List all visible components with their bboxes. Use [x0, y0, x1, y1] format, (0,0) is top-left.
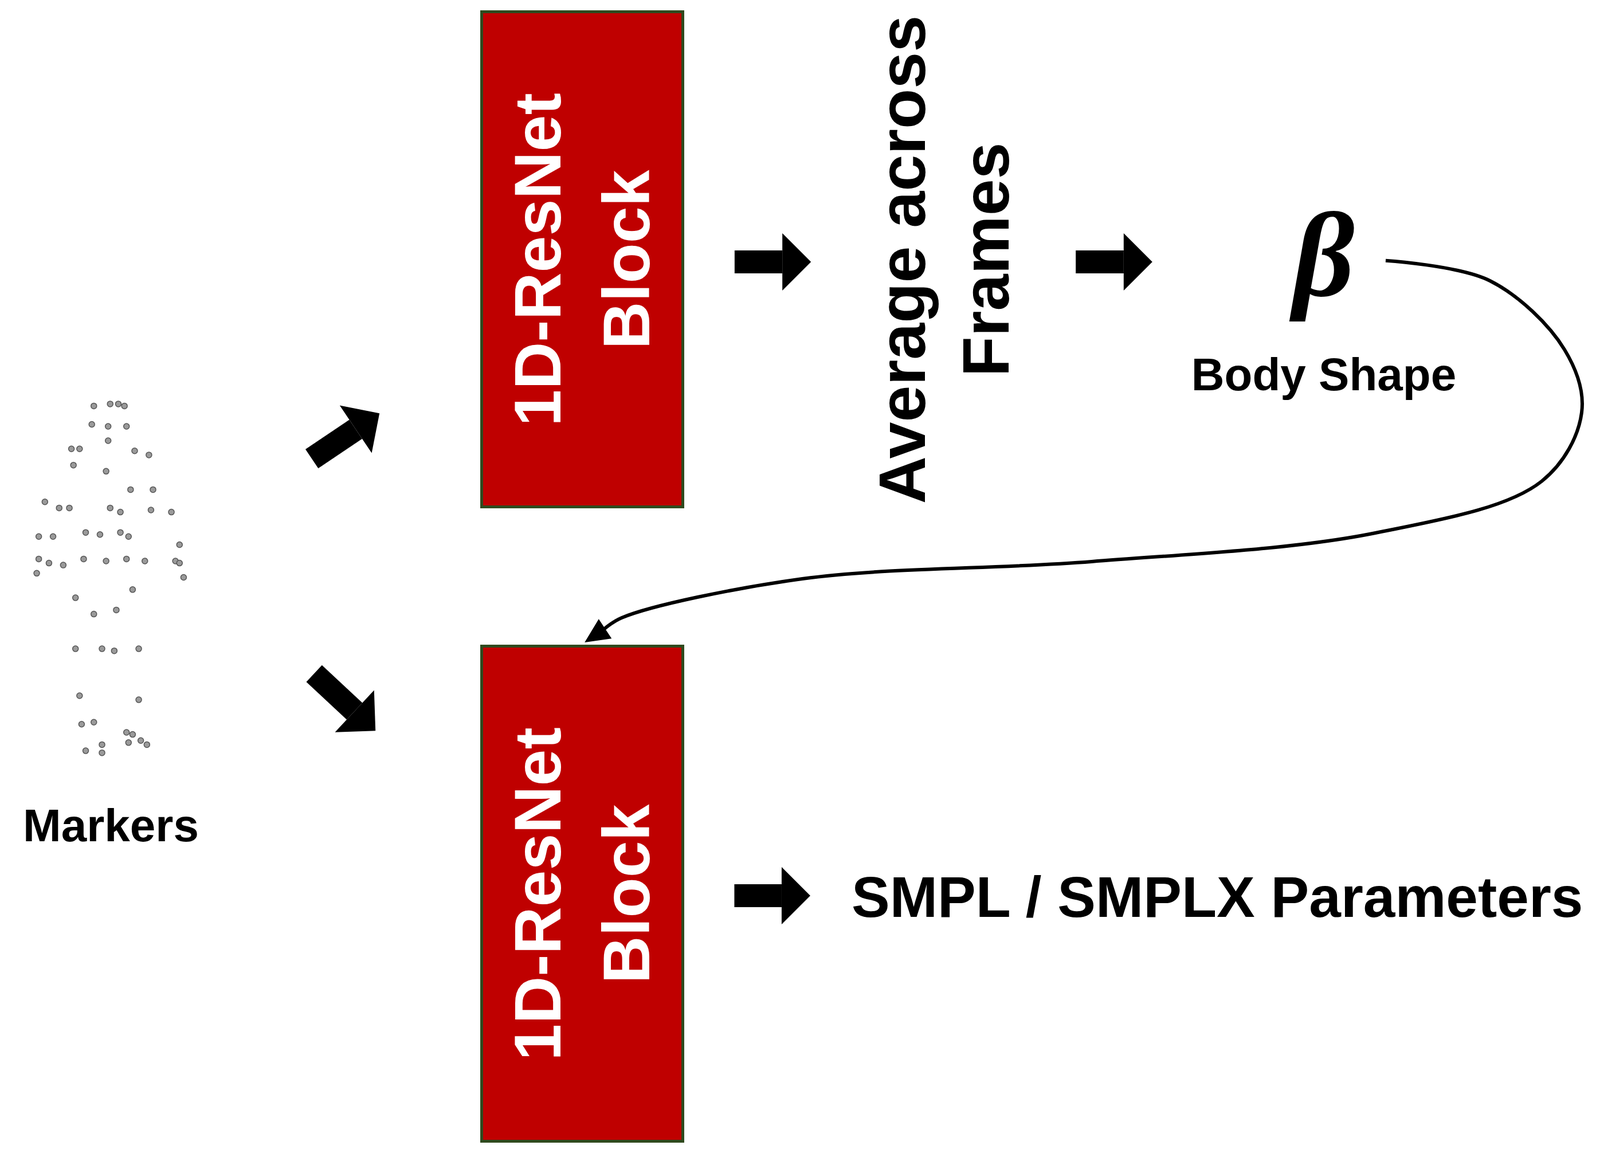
marker-dot: [78, 721, 85, 728]
marker-dot: [80, 555, 87, 562]
marker-dot: [129, 586, 136, 593]
marker-dot: [88, 421, 95, 427]
marker-dot: [50, 533, 57, 540]
node-text: Body Shape: [1169, 348, 1479, 402]
marker-dot: [123, 423, 130, 430]
connector-arrow: [586, 260, 1583, 642]
arrow-head: [1123, 233, 1153, 291]
marker-dot: [91, 402, 97, 409]
marker-dot: [123, 555, 130, 562]
node-text: Markers: [22, 799, 195, 853]
marker-dot: [168, 509, 175, 516]
marker-dot: [103, 558, 109, 564]
connector-arrow: [314, 673, 376, 732]
connector-arrow: [734, 867, 811, 925]
marker-dot: [123, 729, 130, 736]
arrow-head: [782, 233, 811, 291]
arrow-head: [586, 620, 611, 642]
marker-dot: [150, 486, 156, 493]
marker-dot: [83, 529, 89, 536]
marker-dot: [138, 737, 144, 744]
marker-dot: [72, 594, 79, 601]
marker-dot: [127, 486, 134, 493]
process-box: 1D-ResNet Block: [480, 10, 685, 509]
marker-dot: [45, 560, 52, 567]
marker-dot: [176, 560, 183, 567]
marker-dot: [107, 401, 113, 407]
arrow-head: [339, 405, 380, 454]
operation-label: Average across Frames: [857, 2, 1030, 516]
marker-dot: [36, 533, 42, 540]
marker-dot: [105, 437, 112, 444]
marker-dot: [83, 747, 89, 754]
shape-output: βBody Shape: [1169, 194, 1479, 407]
marker-dot: [142, 558, 148, 564]
arrow-shaft: [734, 250, 783, 274]
marker-dot: [99, 741, 105, 748]
marker-dot: [131, 448, 138, 454]
marker-dot: [135, 645, 142, 652]
marker-dot: [146, 452, 152, 458]
marker-dot: [70, 462, 77, 469]
marker-dot: [66, 504, 73, 511]
marker-dot: [147, 507, 154, 513]
marker-dot: [91, 719, 97, 725]
marker-dot: [105, 423, 112, 430]
marker-dot: [176, 542, 183, 548]
marker-dot: [129, 731, 136, 738]
marker-dot: [107, 504, 113, 511]
marker-dot: [76, 445, 83, 452]
marker-group: Markers: [22, 395, 195, 854]
marker-dot: [91, 611, 97, 618]
arrow-curve: [602, 260, 1582, 631]
node-text: 1D-ResNet Block: [493, 710, 672, 1078]
marker-dot: [99, 645, 105, 652]
node-text: SMPL / SMPLX Parameters: [851, 864, 1583, 931]
marker-dot: [60, 562, 66, 568]
arrow-shaft: [311, 429, 356, 460]
marker-dot: [115, 401, 121, 407]
marker-dot: [36, 555, 42, 562]
marker-dot: [125, 739, 132, 746]
marker-dot: [113, 606, 120, 613]
marker-dot: [68, 445, 75, 452]
node-text: 1D-ResNet Block: [493, 76, 672, 443]
output-label: SMPL / SMPLX Parameters: [845, 859, 1586, 935]
marker-dot: [41, 499, 48, 505]
arrow-head: [335, 690, 376, 733]
arrow-shaft: [734, 884, 782, 908]
arrow-shaft: [314, 673, 355, 712]
connector-arrow: [311, 405, 380, 460]
marker-dot: [121, 402, 128, 409]
marker-dot: [143, 741, 150, 748]
marker-dot: [72, 645, 79, 652]
arrow-shaft: [1075, 250, 1124, 274]
marker-dot: [96, 531, 103, 538]
marker-dot: [76, 692, 83, 699]
marker-dot: [103, 468, 109, 474]
connector-arrow: [1075, 233, 1153, 291]
marker-dot: [56, 504, 62, 511]
marker-dot: [125, 533, 132, 540]
marker-dot: [117, 529, 124, 536]
marker-dot: [117, 509, 124, 516]
marker-dot: [111, 648, 117, 654]
shape-symbol: β: [1169, 194, 1479, 316]
connector-arrow: [734, 233, 811, 291]
marker-dot: [99, 750, 105, 756]
arrow-head: [781, 867, 811, 925]
marker-dot: [135, 696, 142, 703]
process-box: 1D-ResNet Block: [480, 644, 685, 1143]
marker-dot: [180, 574, 187, 580]
node-text: Average across Frames: [860, 1, 1028, 518]
marker-dot: [33, 570, 40, 576]
